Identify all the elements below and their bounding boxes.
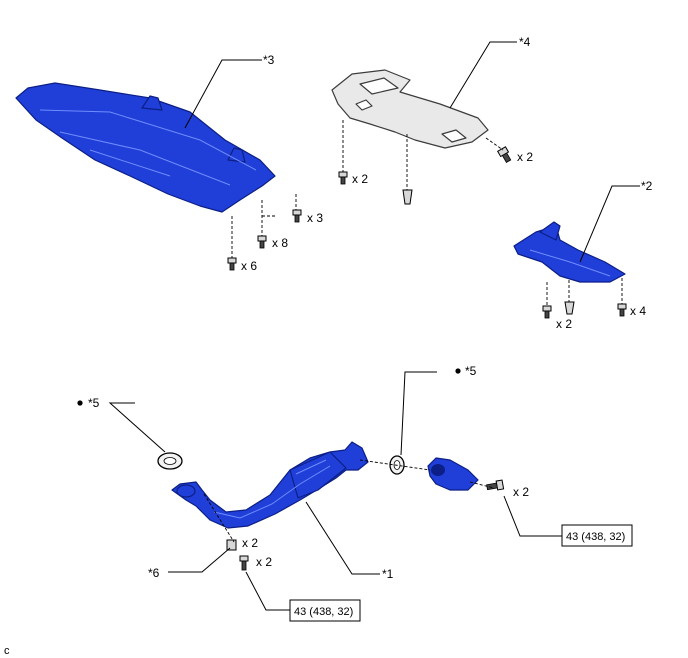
qty-pipe-bolt-x2: x 2 bbox=[256, 555, 272, 569]
installation-lines bbox=[203, 120, 623, 543]
torque-box-front bbox=[289, 599, 361, 622]
torque-box-rear bbox=[561, 524, 633, 547]
qty-plate4-x2-left: x 2 bbox=[352, 172, 368, 186]
fastener-bolts bbox=[226, 146, 627, 571]
exhaust-front-pipe-part bbox=[171, 441, 369, 529]
qty-rear-bolt-x2: x 2 bbox=[513, 485, 529, 499]
torque-rear-value: 43 (438, 32) bbox=[566, 531, 625, 543]
callout-5-left: *5 bbox=[88, 396, 100, 410]
qty-plate4-x2-right: x 2 bbox=[517, 150, 533, 164]
qty-cover2-x4: x 4 bbox=[630, 304, 646, 318]
callout-6: *6 bbox=[148, 566, 160, 580]
callout-2: *2 bbox=[641, 179, 653, 193]
heat-insulator-plate-part bbox=[331, 69, 489, 149]
qty-shield3-x8: x 8 bbox=[272, 236, 288, 250]
qty-pipe-nut-x2: x 2 bbox=[242, 536, 258, 550]
callout-1: *1 bbox=[382, 567, 394, 581]
labels: *1 *2 *3 *4 *5 *5 *6 x 6 x 8 x 3 x 2 x 2… bbox=[4, 35, 653, 657]
leader-lines bbox=[108, 41, 640, 611]
callout-5-right: *5 bbox=[465, 364, 477, 378]
qty-shield3-x3: x 3 bbox=[307, 211, 323, 225]
rear-under-cover-part bbox=[513, 221, 626, 283]
qty-shield3-x6: x 6 bbox=[241, 259, 257, 273]
caution-bullet-right bbox=[455, 368, 461, 374]
qty-cover2-x2: x 2 bbox=[556, 317, 572, 331]
torque-front-value: 43 (438, 32) bbox=[294, 606, 353, 618]
callout-4: *4 bbox=[519, 35, 531, 49]
caution-bullet-left bbox=[77, 400, 83, 406]
corner-code: c bbox=[4, 645, 10, 657]
callout-3: *3 bbox=[263, 53, 275, 67]
engine-under-cover-part bbox=[15, 82, 276, 213]
exhaust-center-pipe-part bbox=[427, 457, 479, 491]
